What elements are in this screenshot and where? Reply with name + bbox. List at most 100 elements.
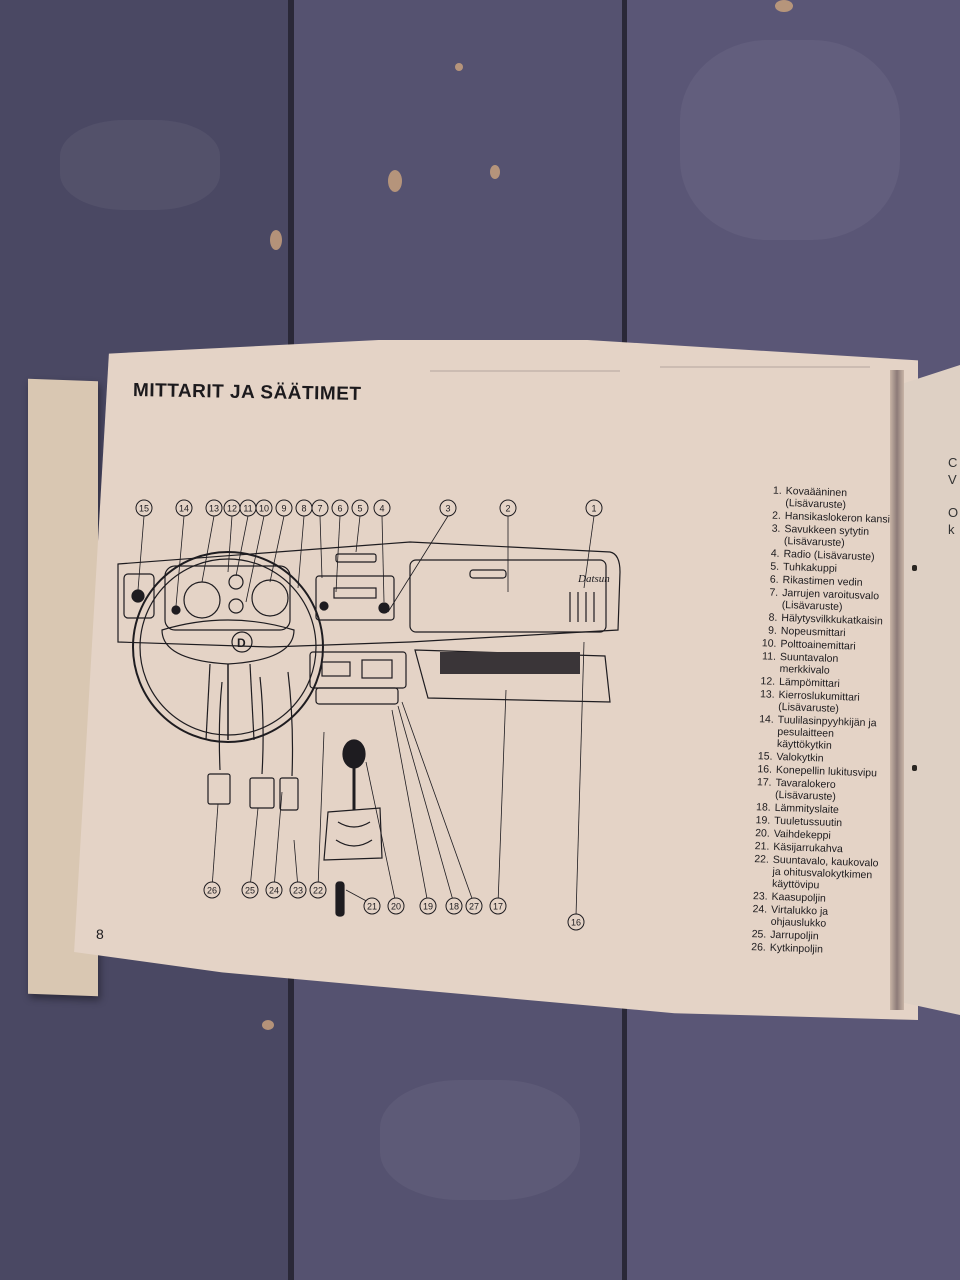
right-page-text: k: [948, 522, 955, 537]
callout-number: 1: [591, 504, 596, 514]
callout-circle: [309, 881, 327, 899]
legend-number: 5.: [770, 560, 780, 573]
brake-pedal: [249, 777, 275, 809]
legend-item: 3.Savukkeen sytytin (Lisävaruste): [754, 522, 895, 551]
callout-number: 13: [209, 504, 219, 514]
legend-number: 20.: [754, 827, 771, 840]
legend-text: Savukkeen sytytin (Lisävaruste): [783, 523, 870, 550]
paint-chip: [455, 63, 463, 71]
legend-text: Tuulilasinpyyhkijän ja pesulaitteen käyt…: [776, 713, 877, 752]
instrument-cluster: [164, 565, 291, 631]
wood-grain: [680, 40, 900, 240]
callout-circle: [585, 499, 603, 517]
legend-number: 19.: [755, 814, 771, 827]
legend-number: 7.: [769, 586, 779, 599]
show-through-text: [430, 356, 620, 372]
legend-number: 8.: [768, 611, 778, 624]
legend-item: 7.Jarrujen varoitusvalo (Lisävaruste): [752, 586, 893, 615]
callout-circle: [489, 897, 507, 915]
legend-text: Kierroslukumittari (Lisävaruste): [778, 688, 860, 716]
binding-staple: [912, 565, 917, 571]
legend-number: 12.: [760, 675, 776, 688]
legend-text: Vaihdekeppi: [773, 827, 832, 842]
tachometer-gauge: [183, 581, 221, 619]
paint-chip: [388, 170, 402, 192]
legend-item: 14.Tuulilasinpyyhkijän ja pesulaitteen k…: [747, 713, 888, 754]
legend-text: Valokytkin: [776, 750, 824, 765]
paint-chip: [775, 0, 793, 12]
speedometer-gauge: [251, 579, 289, 617]
callout-number: 23: [293, 886, 303, 896]
right-page-text: O: [948, 505, 959, 520]
callout-number: 2: [505, 504, 510, 514]
parts-legend: 1.Kovaääninen (Lisävaruste)2.Hansikaslok…: [740, 484, 896, 959]
right-page-text: C: [948, 455, 958, 470]
callout-number: 21: [367, 902, 377, 912]
callout-circle: [135, 499, 153, 517]
show-through-text: [660, 352, 870, 368]
legend-number: 26.: [751, 941, 767, 954]
legend-number: 11.: [761, 650, 777, 663]
brand-script: Datsun: [577, 573, 610, 585]
callout-circle: [373, 499, 391, 517]
callout-circle: [331, 499, 349, 517]
gear-knob: [342, 739, 366, 769]
callout-circle: [439, 499, 457, 517]
right-page-edge: [900, 365, 960, 1015]
legend-text: Käsijarrukahva: [773, 840, 843, 856]
callout-number: 7: [317, 504, 322, 514]
callout-circle: [419, 897, 437, 915]
legend-number: 9.: [767, 624, 778, 637]
steering-logo: D: [237, 636, 246, 650]
legend-text: Tuuletussuutin: [774, 814, 843, 830]
legend-number: 25.: [751, 928, 767, 941]
legend-text: Tavaralokero (Lisävaruste): [774, 776, 837, 803]
callout-circle: [175, 499, 193, 517]
wood-grain: [380, 1080, 580, 1200]
callout-circle: [265, 881, 283, 899]
callout-number: 9: [281, 504, 286, 514]
legend-number: 24.: [752, 903, 768, 916]
legend-text: Jarrupoljin: [770, 928, 819, 943]
legend-number: 22.: [754, 853, 770, 866]
callout-number: 24: [269, 886, 279, 896]
legend-text: Jarrujen varoitusvalo (Lisävaruste): [781, 586, 880, 614]
legend-number: 15.: [757, 750, 773, 763]
legend-text: Suuntavalon merkkivalo: [779, 650, 839, 677]
legend-item: 1.Kovaääninen (Lisävaruste): [755, 484, 896, 513]
legend-number: 3.: [771, 522, 781, 535]
callout-number: 6: [337, 504, 342, 514]
callout-number: 8: [301, 504, 306, 514]
callout-circle: [351, 499, 369, 517]
callout-circle: [205, 499, 223, 517]
legend-number: 10.: [761, 637, 777, 650]
callout-number: 18: [449, 902, 459, 912]
callout-number: 4: [379, 504, 384, 514]
fuel-gauge: [228, 574, 244, 590]
legend-number: 23.: [752, 890, 768, 903]
callout-circle: [311, 499, 329, 517]
legend-number: 1.: [772, 484, 782, 497]
legend-text: Kaasupoljin: [771, 890, 827, 905]
legend-item: 17.Tavaralokero (Lisävaruste): [745, 776, 886, 805]
callout-circle: [499, 499, 517, 517]
paint-chip: [262, 1020, 274, 1030]
page-number: 8: [96, 926, 104, 942]
callout-circle: [255, 499, 273, 517]
legend-number: 21.: [754, 840, 770, 853]
legend-number: 4.: [770, 547, 780, 560]
temperature-gauge: [228, 598, 244, 614]
paint-chip: [490, 165, 500, 179]
callout-number: 22: [313, 886, 323, 896]
callout-circle: [387, 897, 405, 915]
legend-text: Kovaääninen (Lisävaruste): [785, 485, 848, 512]
handbrake-handle: [335, 881, 345, 917]
callout-circle: [275, 499, 293, 517]
callout-number: 3: [445, 504, 450, 514]
gear-boot: [323, 807, 383, 861]
legend-number: 13.: [759, 688, 775, 701]
callout-number: 12: [227, 504, 237, 514]
wood-grain: [60, 120, 220, 210]
legend-text: Lämmityslaite: [774, 801, 840, 817]
